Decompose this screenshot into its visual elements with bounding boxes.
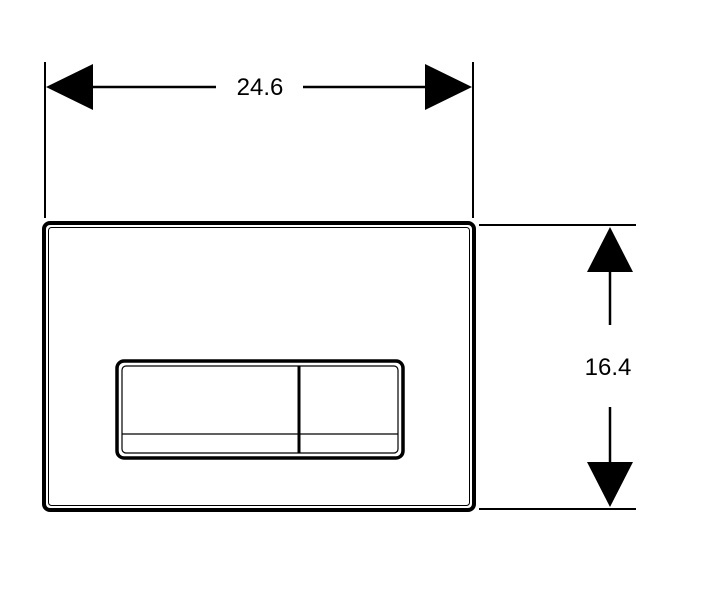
width-dimension-label: 24.6 <box>237 74 284 101</box>
width-arrowhead-right <box>425 64 472 110</box>
height-dimension-label: 16.4 <box>585 354 632 381</box>
button-panel-inner <box>121 365 399 454</box>
height-arrowhead-top <box>587 227 633 272</box>
width-arrowhead-left <box>46 64 93 110</box>
width-dimension: 24.6 <box>44 62 474 218</box>
plate-inner-frame <box>48 227 470 506</box>
height-arrowhead-bottom <box>587 462 633 507</box>
flush-plate <box>42 221 476 512</box>
flush-button-panel <box>115 359 405 460</box>
plate-outer-frame <box>42 221 476 512</box>
button-panel-outer <box>115 359 405 460</box>
height-dimension: 16.4 <box>479 224 636 510</box>
